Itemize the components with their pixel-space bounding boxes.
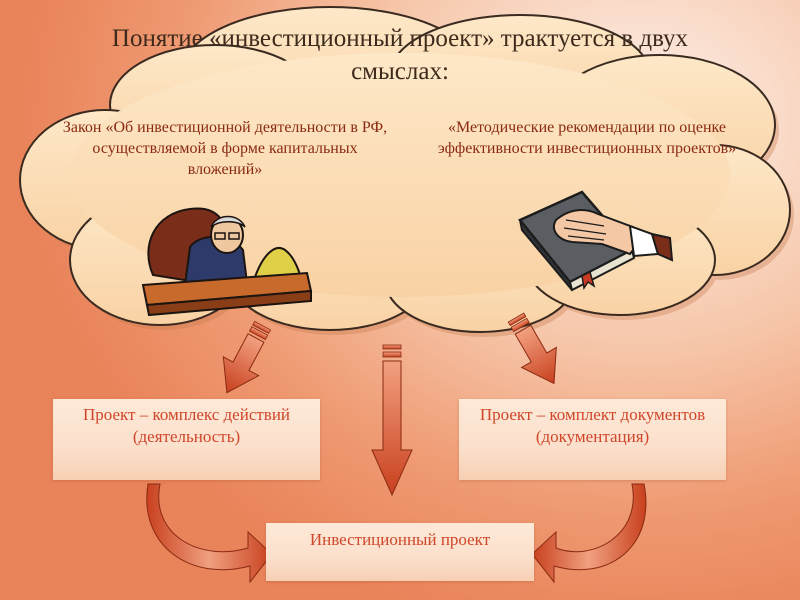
curved-arrow-left bbox=[146, 483, 273, 584]
title-line-2: смыслах: bbox=[351, 58, 449, 85]
box-activity: Проект – комплекс действий (деятельность… bbox=[53, 399, 320, 480]
arrow-right-down bbox=[507, 312, 557, 385]
cloud-left-text: Закон «Об инвестиционной деятельности в … bbox=[62, 119, 388, 178]
curved-arrow-right bbox=[531, 483, 647, 584]
title-line-1: Понятие «инвестиционный проект» трактует… bbox=[111, 25, 689, 52]
box-documentation: Проект – комплект документов (документац… bbox=[459, 399, 726, 480]
arrow-left-down bbox=[222, 320, 272, 394]
cloud-right-text: «Методические рекомендации по оценке эфф… bbox=[437, 119, 737, 157]
arrow-center-down bbox=[371, 344, 413, 497]
executive-at-desk-clipart bbox=[141, 207, 313, 317]
hand-on-book-clipart bbox=[518, 190, 674, 292]
slide-title: Понятие «инвестиционный проект» трактует… bbox=[30, 22, 770, 88]
box-investment-project: Инвестиционный проект bbox=[266, 523, 534, 581]
